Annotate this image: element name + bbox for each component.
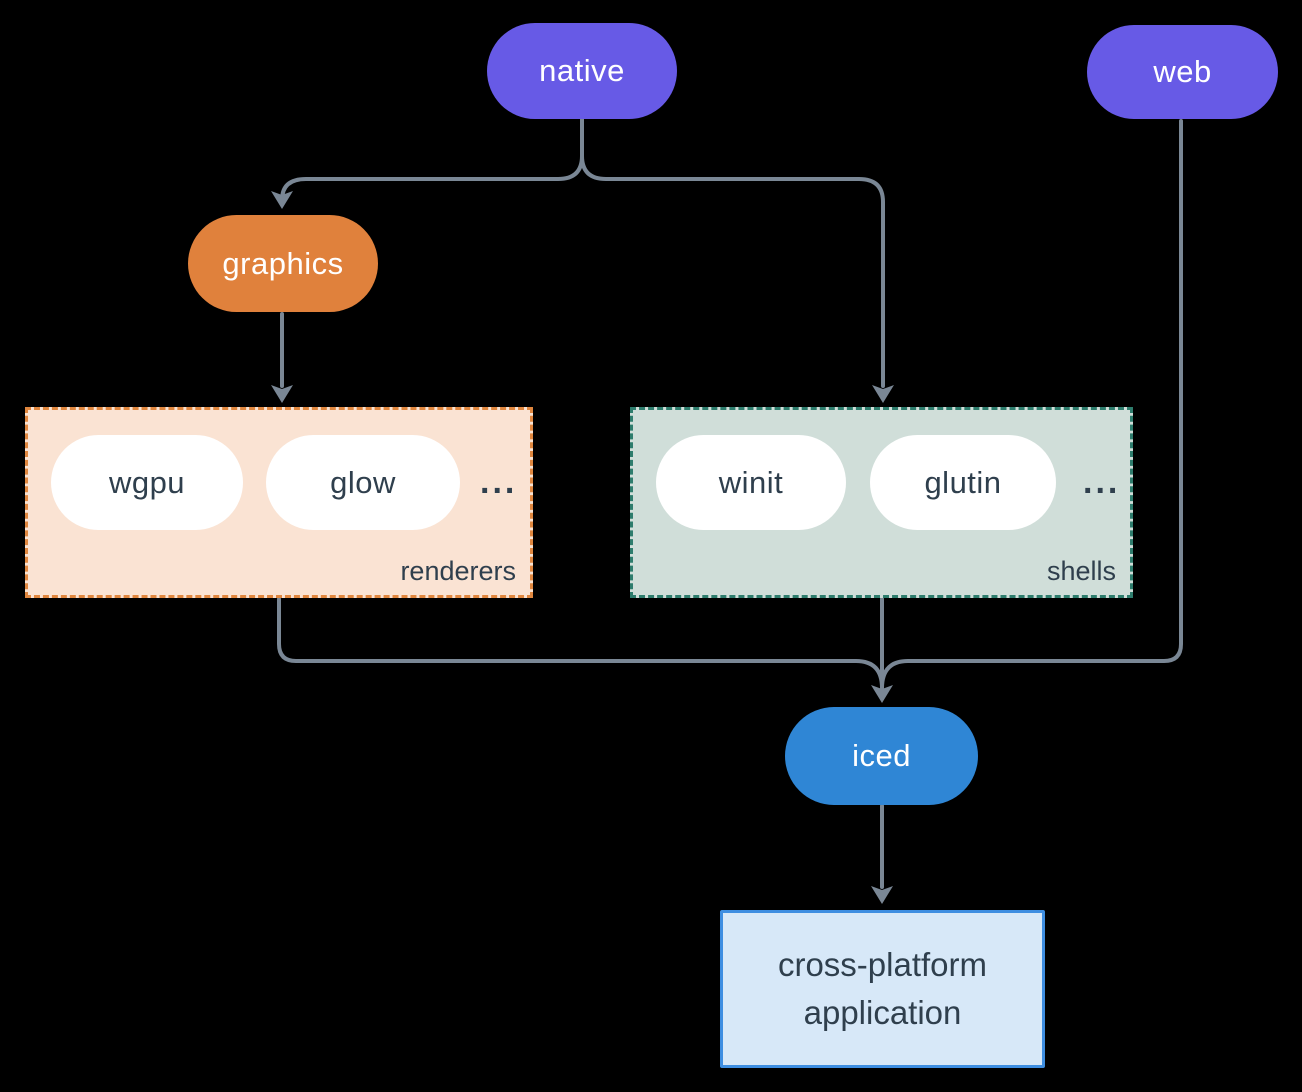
arrowhead-shells [872,385,894,403]
node-iced-label: iced [852,738,911,773]
node-wgpu-label: wgpu [108,464,186,500]
node-web-label: web [1153,54,1212,89]
edge-web-to-iced [880,119,1183,690]
node-native: native [487,23,677,119]
edge-native-to-shells [580,154,885,388]
group-renderers: wgpu glow ... renderers [25,407,533,598]
node-glutin: glutin [870,435,1056,530]
group-renderers-label: renderers [400,556,516,586]
group-shells-label: shells [1046,556,1116,586]
node-cross-platform-application: cross-platform application [720,910,1045,1068]
edge-renderers-to-iced [277,597,884,690]
node-winit-label: winit [718,464,784,500]
node-glow: glow [266,435,460,530]
shells-ellipsis: ... [1083,463,1121,501]
renderers-ellipsis: ... [480,463,518,501]
node-wgpu: wgpu [51,435,243,530]
node-glow-label: glow [330,464,396,500]
arrowhead-application [871,886,893,904]
node-application-label: cross-platform application [777,946,988,1031]
node-iced: iced [785,707,978,805]
arrowhead-iced [871,685,893,703]
node-graphics: graphics [188,215,378,312]
node-graphics-label: graphics [222,245,344,281]
node-web: web [1087,25,1278,119]
edge-native-to-graphics [280,154,584,202]
arrowhead-renderers [271,385,293,403]
group-shells: winit glutin ... shells [630,407,1133,598]
node-native-label: native [539,53,625,88]
arrowhead-graphics [271,191,293,209]
node-winit: winit [656,435,846,530]
node-glutin-label: glutin [924,464,1002,500]
